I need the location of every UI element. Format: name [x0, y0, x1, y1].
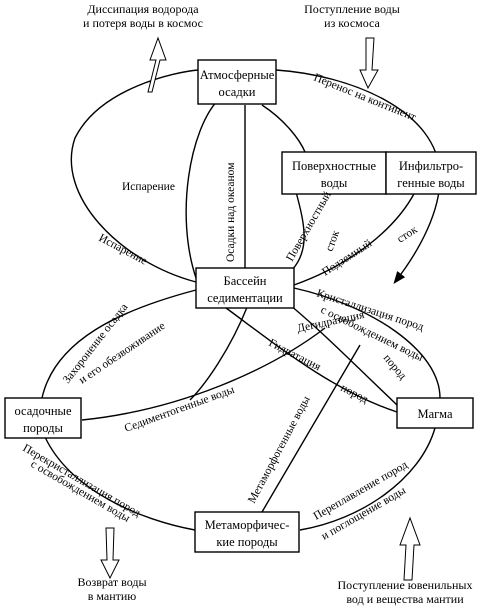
box-magma-text: Магма [418, 407, 453, 421]
box-basin-line1: Бассейн [224, 274, 267, 288]
underground-runoff-line [293, 191, 416, 286]
hatched-arrow-juvenile [399, 516, 421, 581]
dehydration-line [289, 304, 398, 406]
label-ocean-precip: Осадки над океаном [225, 162, 237, 262]
caption-juvenile: Поступление ювенильных вод и вещества ма… [338, 578, 473, 606]
caption-dissipation-line2: и потеря воды в космос [83, 16, 203, 30]
sedimentogenic-line [81, 327, 326, 421]
label-hydration-2: пород [339, 382, 370, 406]
label-underground-runoff-2: сток [395, 224, 420, 246]
box-magma: Магма [396, 397, 474, 429]
hatched-arrow-space-input [359, 37, 379, 90]
box-atmosphere-line1: Атмосферные [200, 68, 275, 82]
caption-juvenile-line1: Поступление ювенильных [338, 578, 473, 592]
box-atmospheric-precipitation: Атмосферные осадки [197, 59, 277, 105]
box-sedimentation-basin: Бассейн седиментации [195, 267, 295, 309]
recryst-arc [44, 436, 196, 531]
atm-to-surface-line [261, 104, 306, 153]
inner-evaporation-loop [185, 99, 219, 279]
box-surface-line2: воды [321, 176, 348, 190]
caption-mantle-return: Возврат воды в мантию [77, 575, 146, 603]
evaporation-transfer-loop [70, 69, 199, 283]
box-sedimentary-line2: породы [23, 421, 63, 435]
hatched-arrow-mantle-return [100, 527, 120, 580]
label-evaporation-inner: Испарение [122, 181, 175, 193]
label-recryst-1: Перекристаллизация пород [21, 442, 143, 519]
caption-juvenile-line2: вод и вещества мантии [346, 592, 464, 606]
box-metamorphic-line2: кие породы [216, 535, 278, 549]
label-surface-runoff-2: сток [324, 229, 343, 254]
label-surface-runoff-1: Поверхностный [284, 190, 334, 264]
label-recryst-2: с освобождением воды [29, 458, 133, 525]
surface-runoff-line [291, 191, 305, 271]
remelt-arc [299, 427, 436, 531]
caption-space-line1: Поступление воды [304, 2, 400, 16]
label-dehydration-2: пород [381, 352, 409, 382]
label-evaporation-outer: Испарение [97, 232, 149, 267]
caption-dissipation-line1: Диссипация водорода [87, 2, 199, 16]
burial-arc [41, 289, 197, 399]
metamorphogenic-line [261, 344, 361, 513]
hatched-arrow-dissipation [147, 36, 167, 93]
box-sedimentary-line1: осадочные [14, 404, 71, 418]
flow-lines [41, 69, 441, 531]
caption-dissipation: Диссипация водорода и потеря воды в косм… [83, 2, 203, 30]
caption-space-input: Поступление воды из космоса [304, 2, 400, 30]
box-infiltration-line2: генные воды [397, 176, 465, 190]
caption-mantle-line1: Возврат воды [77, 575, 146, 589]
caption-mantle-line2: в мантию [88, 589, 137, 603]
label-sedimentogenic: Седиментогенные воды [123, 384, 236, 435]
box-surface-waters: Поверхностные воды [281, 151, 387, 195]
box-surface-line1: Поверхностные [292, 159, 377, 173]
crystallization-arc [293, 287, 441, 399]
box-infiltration-line1: Инфильтро- [399, 159, 463, 173]
label-metamorphogenic: Метаморфогенные воды [246, 394, 313, 505]
label-hydration-1: Гидратация [267, 337, 324, 374]
caption-space-line2: из космоса [324, 16, 380, 30]
box-sedimentary-rocks: осадочные породы [4, 397, 82, 439]
box-basin-line2: седиментации [207, 291, 283, 305]
box-metamorphic-rocks: Метаморфичес- кие породы [194, 511, 300, 553]
box-metamorphic-line1: Метаморфичес- [205, 518, 290, 532]
box-atmosphere-line2: осадки [219, 85, 256, 99]
box-infiltration-waters: Инфильтро- генные воды [385, 151, 477, 195]
hydration-line [221, 304, 398, 413]
